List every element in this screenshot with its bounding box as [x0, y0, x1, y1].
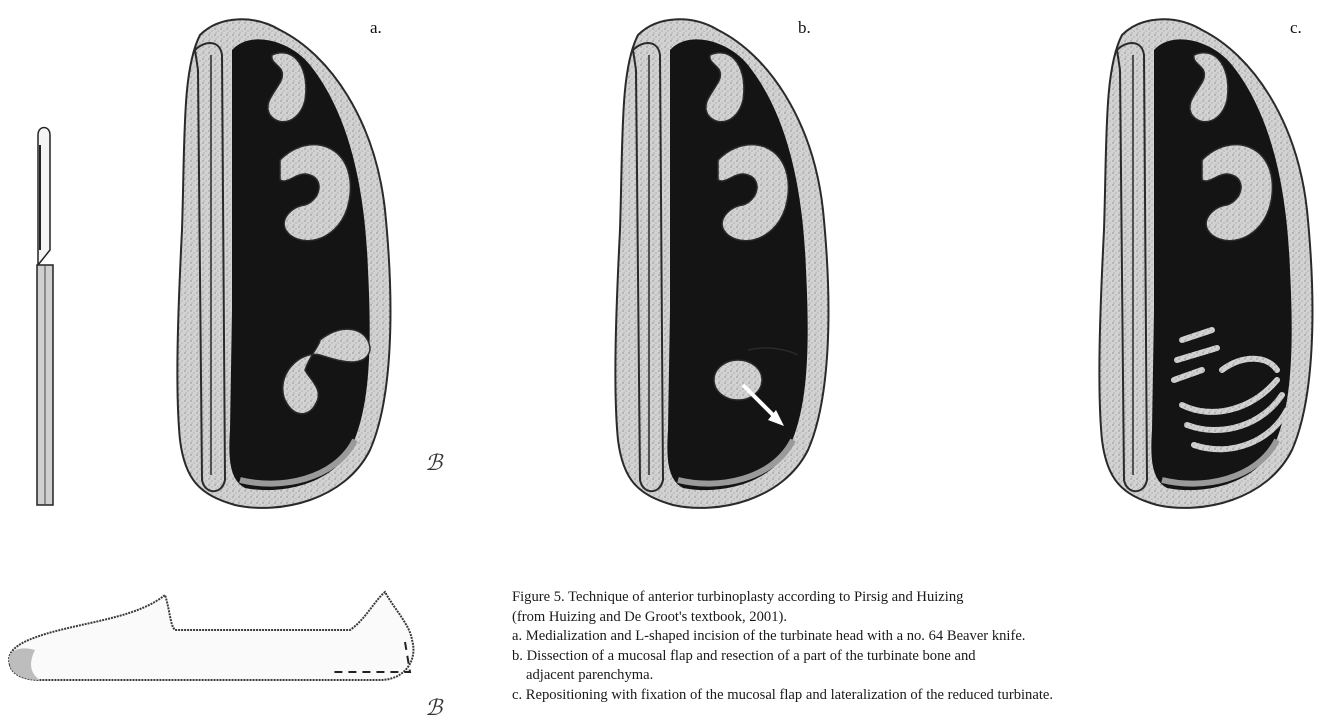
caption-line: (from Huizing and De Groot's textbook, 2…	[512, 608, 1053, 628]
nasal-cross-section-b	[598, 10, 838, 520]
nasal-cross-section-c	[1082, 10, 1322, 520]
nasal-cross-section-a	[160, 10, 400, 520]
caption-line: a. Medialization and L-shaped incision o…	[512, 627, 1053, 647]
turbinate-side-view	[0, 580, 430, 690]
knife-illustration	[28, 125, 68, 525]
artist-signature: ℬ	[425, 450, 442, 476]
panel-label-a: a.	[370, 18, 382, 38]
panel-label-b: b.	[798, 18, 811, 38]
artist-signature: ℬ	[425, 695, 442, 721]
panel-label-c: c.	[1290, 18, 1302, 38]
figure-caption: Figure 5. Technique of anterior turbinop…	[512, 588, 1053, 706]
caption-line: Figure 5. Technique of anterior turbinop…	[512, 588, 1053, 608]
caption-line: c. Repositioning with fixation of the mu…	[512, 686, 1053, 706]
caption-line: adjacent parenchyma.	[512, 666, 1053, 686]
caption-line: b. Dissection of a mucosal flap and rese…	[512, 647, 1053, 667]
